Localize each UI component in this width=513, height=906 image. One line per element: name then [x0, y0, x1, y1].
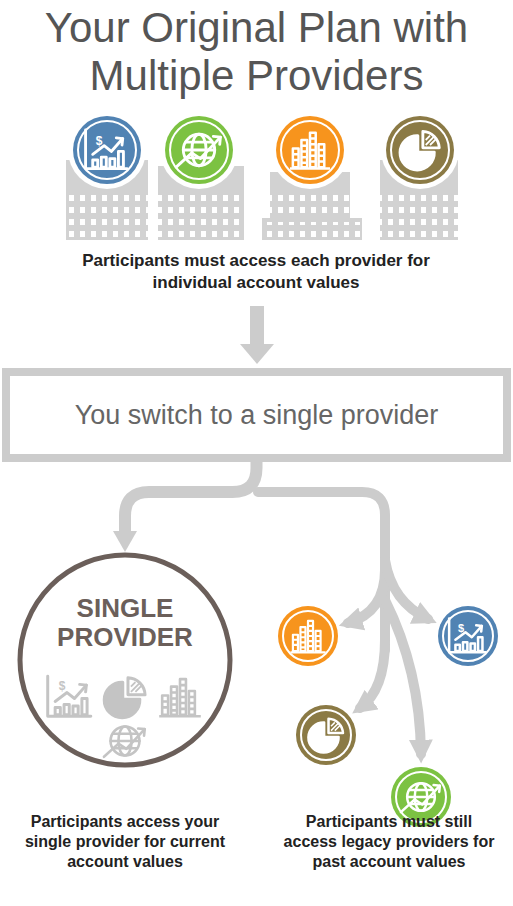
- legacy-icon: [278, 606, 498, 827]
- single-provider-icons: [48, 676, 201, 757]
- caption-text: Participants access your single provider…: [12, 812, 238, 872]
- caption-text: Participants must still access legacy pr…: [278, 812, 500, 872]
- caption-text: Participants must access each provider f…: [56, 250, 456, 294]
- currency-symbol: $: [458, 622, 464, 634]
- currency-symbol: $: [59, 679, 66, 693]
- node-text: SINGLE PROVIDER: [40, 594, 210, 652]
- down-arrow: [240, 306, 274, 364]
- currency-symbol: $: [96, 134, 103, 148]
- circle-outline: [17, 552, 233, 768]
- title: Your Original Plan with Multiple Provide…: [6, 4, 507, 100]
- process-box: You switch to a single provider: [2, 368, 511, 462]
- provider-circle: SINGLE PROVIDER: [17, 552, 233, 768]
- connector: [113, 462, 257, 552]
- provider-icon: [68, 111, 459, 189]
- node-text: You switch to a single provider: [63, 399, 451, 431]
